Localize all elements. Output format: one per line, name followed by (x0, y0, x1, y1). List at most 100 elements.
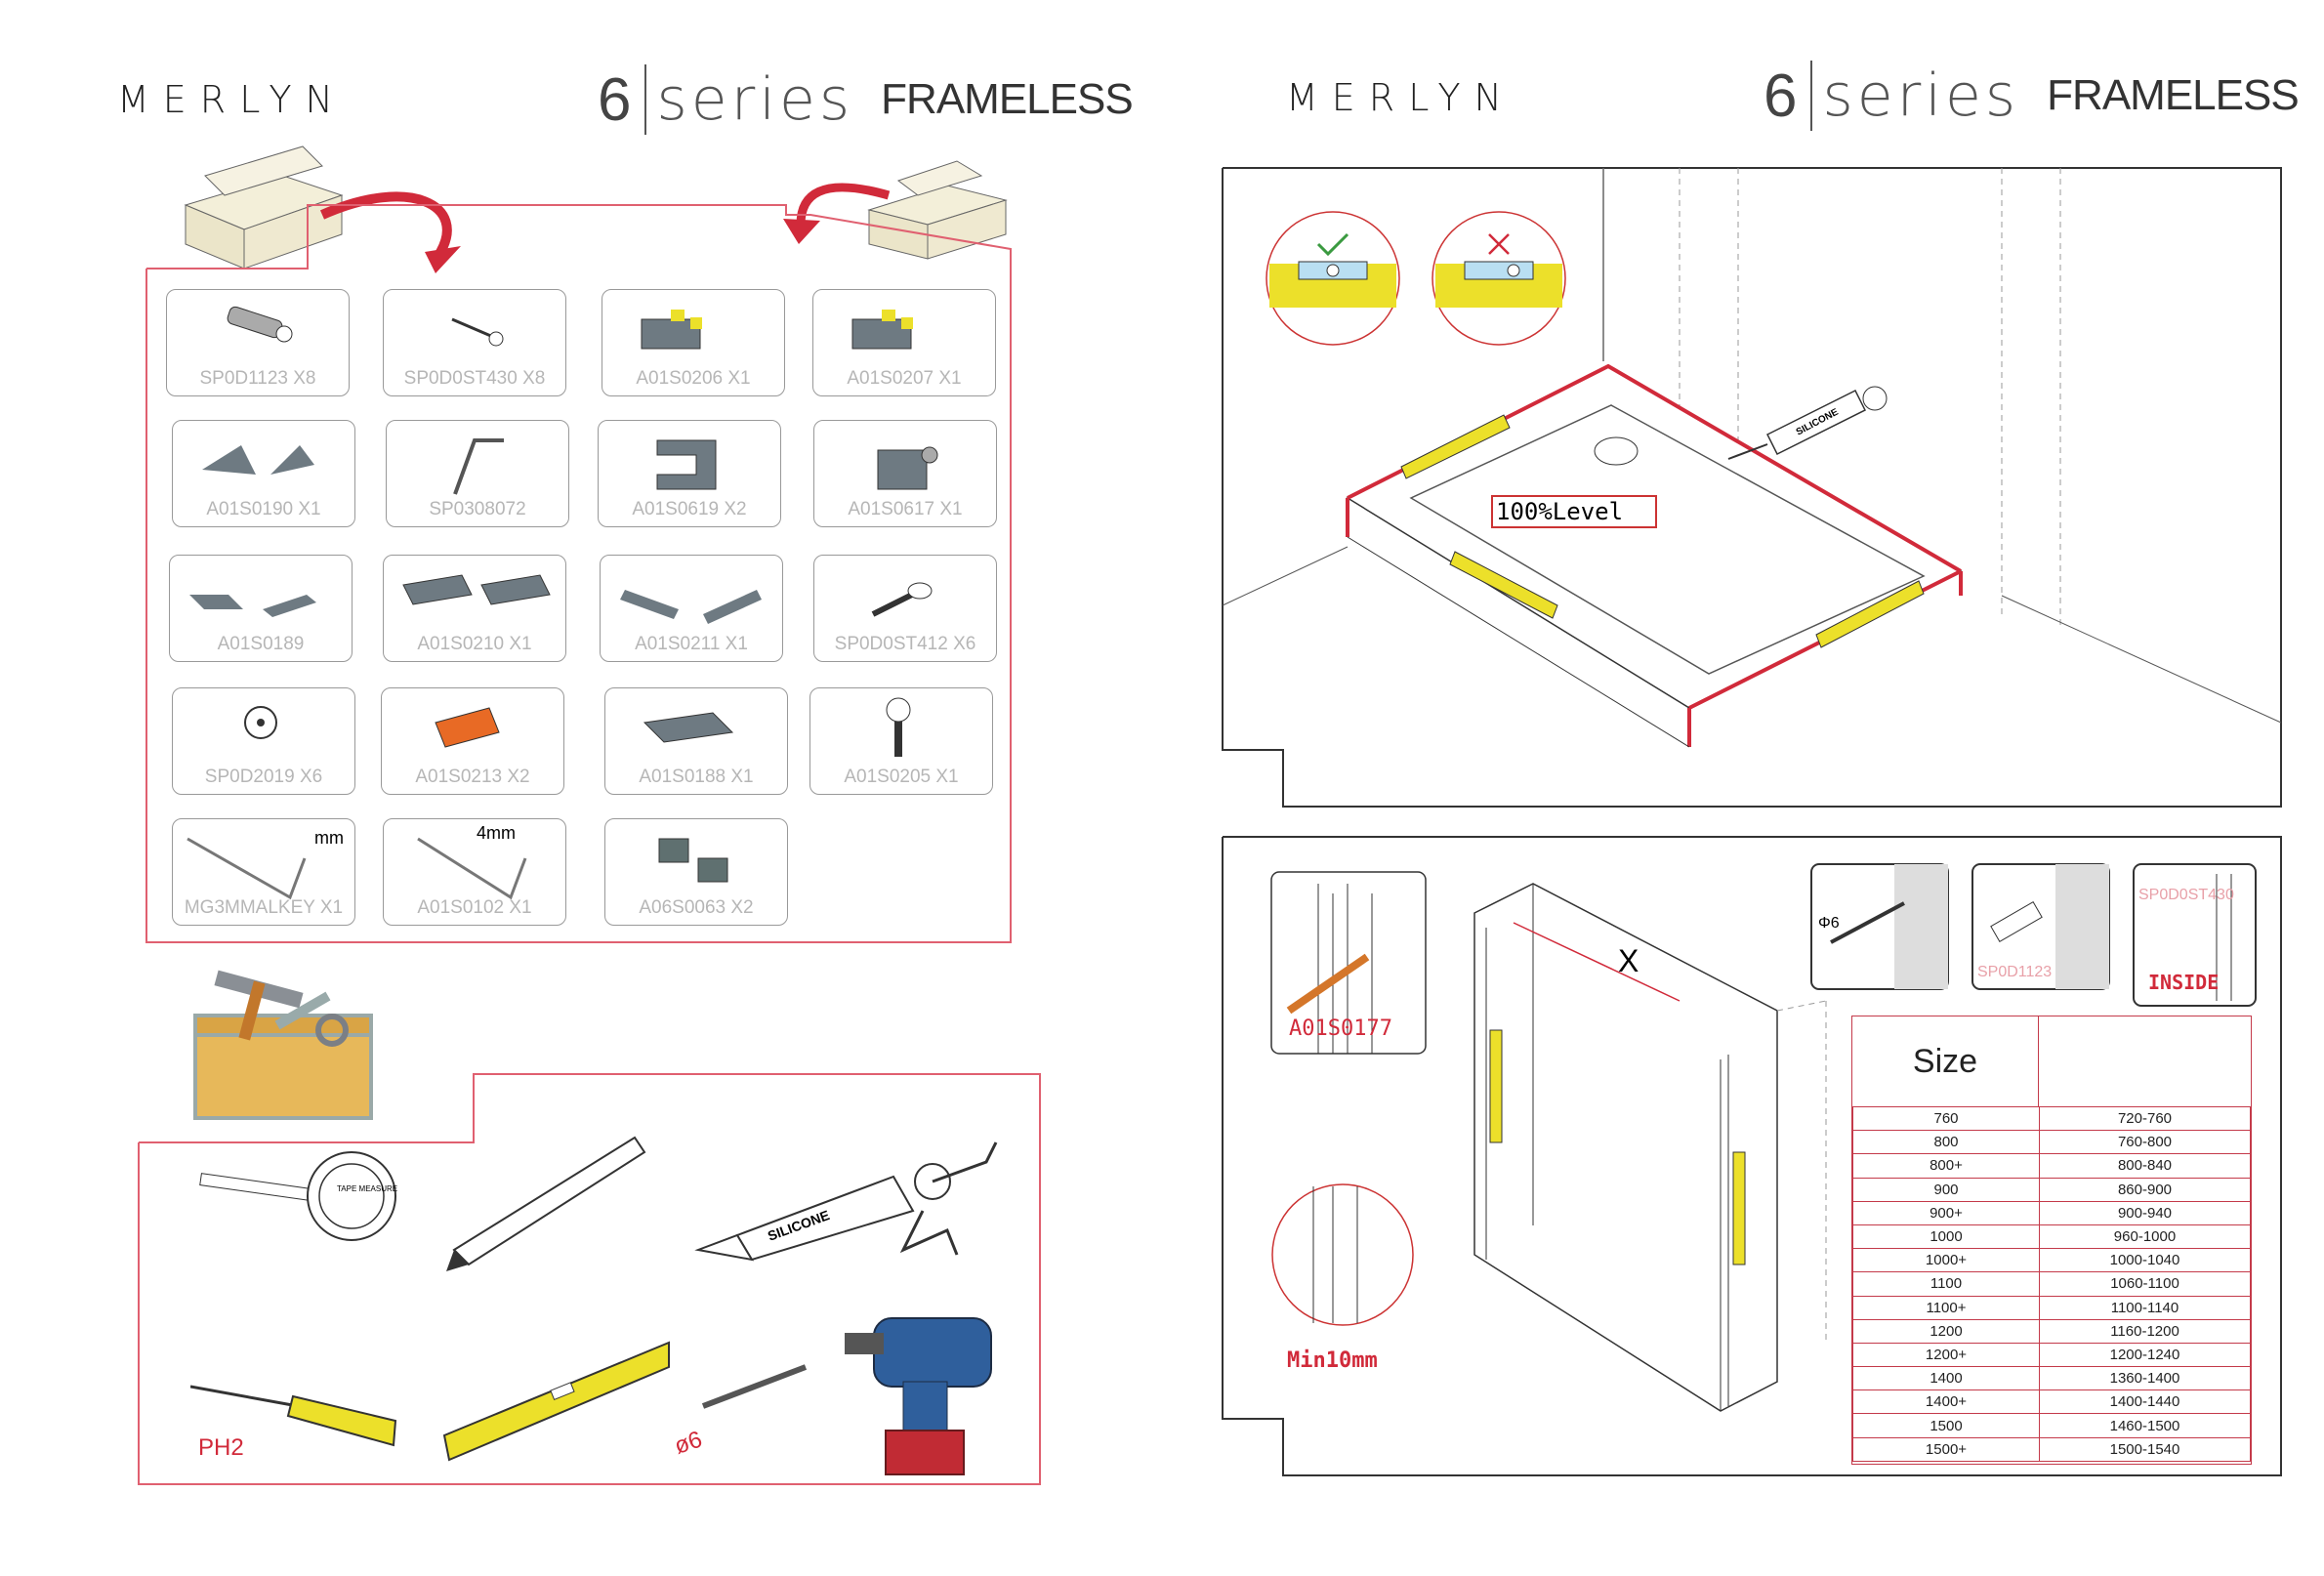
installation-panel: A01S0177 X Min10mm Φ6 SP0D1123 SP0D0ST43… (1222, 836, 2282, 1476)
pencil-icon (446, 1136, 646, 1271)
size-cell: 900+ (1852, 1200, 2040, 1225)
dimension-x: X (1618, 943, 1639, 978)
series-type: FRAMELESS (881, 75, 1134, 123)
range-cell: 960-1000 (2039, 1223, 2251, 1250)
range-cell: 1500-1540 (2039, 1436, 2251, 1462)
part-code: SP0D0ST412 X6 (834, 634, 976, 654)
part-code: MG3MMALKEY X1 (184, 897, 344, 918)
part-card: A01S0617 X1 (813, 420, 997, 527)
size-cell: 900 (1852, 1177, 2040, 1202)
part-code: A01S0207 X1 (847, 368, 962, 389)
tools-frame (138, 1073, 1041, 1485)
key-size-label: 4mm (477, 823, 516, 843)
size-cell: 1000+ (1852, 1248, 2040, 1273)
size-cell: 1500+ (1852, 1436, 2040, 1462)
part-code: A01S0190 X1 (206, 499, 321, 519)
wall-plug-text: SP0D1123 (1977, 964, 2052, 980)
part-card: SP0308072 (386, 420, 569, 527)
size-cell: 1400 (1852, 1366, 2040, 1391)
level-ok-icon (1266, 211, 1400, 346)
range-cell: 860-900 (2039, 1177, 2251, 1202)
open-box-arrows-graphic (184, 145, 1008, 273)
bolt-icon (886, 697, 911, 757)
size-cell: 1100+ (1852, 1295, 2040, 1320)
screwdriver-icon (190, 1385, 397, 1447)
parts-frame (145, 204, 1012, 943)
part-card: A01S0188 X1 (604, 687, 788, 795)
size-cell: 1100 (1852, 1271, 2040, 1297)
silicone-gun-icon: SILICONE (694, 1141, 998, 1262)
part-code: A01S0102 X1 (417, 897, 532, 918)
size-cell: 1400+ (1852, 1389, 2040, 1415)
part-card: A01S0619 X2 (598, 420, 781, 527)
tape-measure-icon: TAPE MEASURE (199, 1151, 397, 1241)
level-wrong-icon (1432, 211, 1566, 346)
part-card: A01S0190 X1 (172, 420, 355, 527)
series-number: 6 (1764, 62, 1798, 130)
size-row: 1400+1400-1440 (1852, 1389, 2251, 1415)
open-box-right-icon (867, 160, 1008, 260)
size-row: 1500+1500-1540 (1852, 1436, 2251, 1462)
support-bracket-icon (877, 446, 938, 490)
corner-caps-icon (202, 445, 314, 475)
size-table-header: Size (1852, 1016, 2039, 1106)
part-card: A01S0205 X1 (809, 687, 993, 795)
part-code: SP0D2019 X6 (204, 767, 323, 787)
part-code: A01S0617 X1 (848, 499, 963, 519)
part-card: A06S0063 X2 (604, 818, 788, 926)
part-card: A01S0213 X2 (381, 687, 564, 795)
open-box-left-icon (184, 145, 344, 270)
part-card: A01S0207 X1 (812, 289, 996, 396)
range-cell: 1000-1040 (2039, 1248, 2251, 1273)
level-note: 100%Level (1496, 498, 1623, 525)
part-code: A01S0206 X1 (636, 368, 751, 389)
range-cell: 1100-1140 (2039, 1295, 2251, 1320)
toolbox-icon (193, 970, 373, 1120)
hex-key-icon (453, 438, 504, 495)
series-type: FRAMELESS (2047, 71, 2300, 119)
drill-size-text: Φ6 (1818, 915, 1840, 932)
tools-graphic: TAPE MEASURE SILICONE PH2 ø6 (190, 1136, 998, 1475)
end-cap-plate-icon (643, 712, 734, 743)
part-code: A06S0063 X2 (639, 897, 754, 918)
range-cell: 1200-1240 (2039, 1342, 2251, 1368)
series-word: series (1822, 62, 2020, 130)
shower-tray-icon (1346, 363, 1963, 748)
range-cell: 1060-1100 (2039, 1271, 2251, 1297)
min-gap-label: Min10mm (1287, 1348, 1378, 1373)
brand-logo-right: MERLYN (1286, 76, 1515, 119)
size-cell: 1200+ (1852, 1342, 2040, 1368)
part-code: A01S0205 X1 (844, 767, 959, 787)
range-cell: 1360-1400 (2039, 1366, 2251, 1391)
size-row: 800+800-840 (1852, 1153, 2251, 1179)
series-divider (1810, 61, 1813, 131)
washer-icon (244, 706, 277, 739)
allen-key-3mm-icon: mm (187, 828, 344, 900)
glass-clamp-right-icon (851, 310, 913, 350)
part-code: SP0308072 (429, 499, 526, 519)
range-cell: 1460-1500 (2039, 1413, 2251, 1438)
part-card: SP0D2019 X6 (172, 687, 355, 795)
drill-bit-icon (701, 1364, 808, 1409)
glass-clamp-left-icon (641, 310, 702, 350)
ph2-label: PH2 (198, 1434, 244, 1461)
part-card: SP0D0ST412 X6 (813, 555, 997, 662)
range-cell: 760-800 (2039, 1130, 2251, 1155)
size-cell: 760 (1852, 1105, 2040, 1132)
series-title-left: 6 series FRAMELESS (598, 64, 1134, 135)
part-code: SP0D1123 X8 (199, 368, 316, 389)
size-cell: 1500 (1852, 1413, 2040, 1438)
size-row: 900+900-940 (1852, 1200, 2251, 1225)
range-cell: 1400-1440 (2039, 1389, 2251, 1415)
tape-text: TAPE MEASURE (337, 1184, 397, 1193)
part-card: A01S0211 X1 (600, 555, 783, 662)
